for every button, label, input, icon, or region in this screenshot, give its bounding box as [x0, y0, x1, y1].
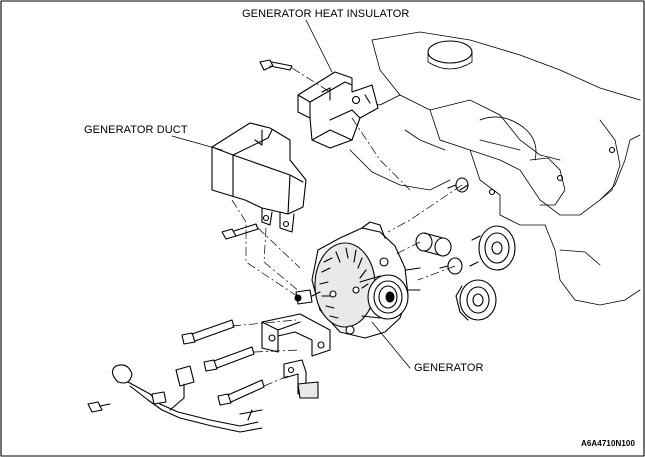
generator-bracket: [261, 313, 331, 357]
generator-duct-part: [211, 122, 307, 233]
through-bolts: [181, 319, 265, 406]
duct-bolt: [221, 223, 259, 240]
heat-insulator-label: GENERATOR HEAT INSULATOR: [242, 8, 410, 20]
leader-lines: [171, 19, 411, 369]
idler-pulley: [455, 279, 497, 321]
generator-duct-label: GENERATOR DUCT: [84, 124, 188, 136]
alignment-lines: [231, 67, 463, 387]
generator-label: GENERATOR: [414, 362, 484, 374]
oil-cap-icon: [427, 40, 473, 64]
engine-block: [349, 31, 641, 306]
generator-part: [294, 221, 421, 339]
mounting-bosses: [415, 177, 469, 275]
crank-pulley: [469, 225, 516, 271]
wiring-harness: [87, 364, 263, 433]
insulator-bolt: [259, 59, 293, 71]
figure-code: A6A4710N100: [581, 439, 636, 448]
heat-insulator-part: [297, 71, 379, 149]
terminal-bracket: [283, 359, 319, 399]
